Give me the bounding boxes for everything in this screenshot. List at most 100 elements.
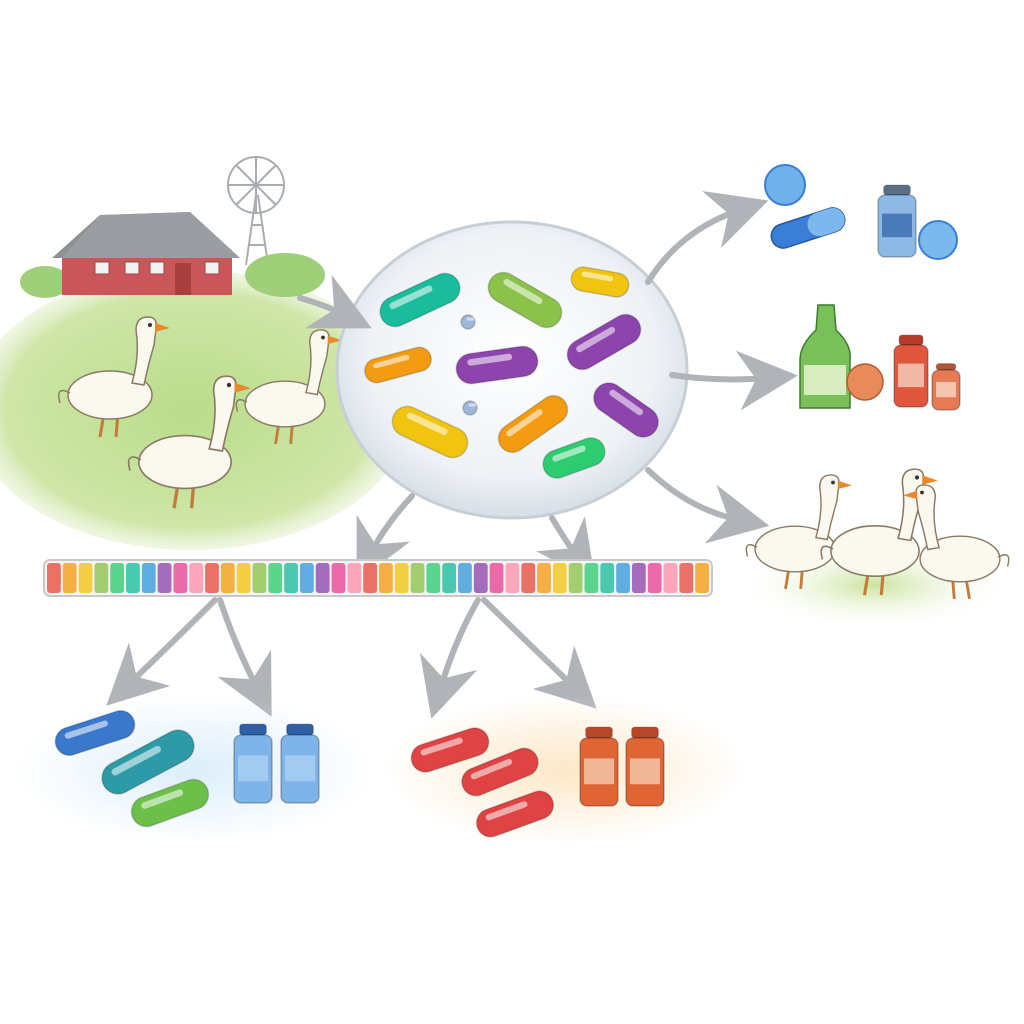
plasmid-segment <box>552 563 567 593</box>
plasmid-segment <box>473 563 488 593</box>
arrow-plasmid-to-red-a <box>419 597 481 719</box>
arrow-dish-to-flock <box>645 467 770 544</box>
bacterium-icon <box>487 271 563 329</box>
plasmid-segment <box>299 563 314 593</box>
plasmid-segment <box>331 563 346 593</box>
plasmid-segment <box>442 563 457 593</box>
bacterium-icon <box>462 400 478 416</box>
plasmid-segment <box>584 563 599 593</box>
ball-icon <box>846 363 884 401</box>
arrow-dish-to-plasmid-right <box>536 515 596 583</box>
plasmid-segment <box>379 563 393 593</box>
flow-arrows <box>106 191 798 719</box>
plasmid-segment <box>521 563 536 593</box>
plasmid-strip <box>43 559 713 597</box>
plasmid-segment <box>236 563 251 593</box>
bacterium-icon <box>54 709 136 757</box>
plasmid-segment <box>426 563 441 593</box>
plasmid-segment <box>568 563 583 593</box>
plasmid-segment <box>647 563 662 593</box>
plasmid-segment <box>347 563 362 593</box>
plasmid-segment <box>220 563 235 593</box>
plasmid-segment <box>363 563 377 593</box>
bacterium-icon <box>475 790 555 838</box>
bacterium-icon <box>461 747 539 797</box>
pill-icon <box>764 164 806 206</box>
blue-strain-group <box>15 695 375 845</box>
bacterium-icon <box>363 346 433 384</box>
plasmid-segment <box>394 563 409 593</box>
plasmid-segment <box>315 563 330 593</box>
plasmid-segment <box>489 563 504 593</box>
farm-grass <box>0 270 410 550</box>
bacterium-icon <box>570 266 630 298</box>
vial-icon <box>233 723 273 804</box>
output-supplements <box>799 304 961 411</box>
plasmid-segment <box>205 563 219 593</box>
plasmid-segment <box>189 563 204 593</box>
goose-icon <box>903 484 1010 600</box>
plasmid-segment <box>663 563 678 593</box>
plasmid-segment <box>141 563 156 593</box>
vial-icon <box>931 363 961 411</box>
vial-icon <box>280 723 320 804</box>
plasmid-segment <box>110 563 125 593</box>
vial-icon <box>579 726 619 807</box>
arrow-farm-to-dish <box>297 274 372 329</box>
vial-icon <box>893 334 929 408</box>
plasmid-segment <box>458 563 472 593</box>
capsule-icon <box>770 207 846 249</box>
output-medicine <box>764 164 958 260</box>
arrow-plasmid-to-blue-b <box>217 597 272 717</box>
plasmid-segment <box>252 563 267 593</box>
vial-icon <box>625 726 665 807</box>
plasmid-segment <box>78 563 93 593</box>
bacterium-icon <box>410 727 490 773</box>
output-healthy-flock <box>735 468 1015 630</box>
farm-geese <box>58 316 342 509</box>
red-strain-group <box>385 695 745 845</box>
plasmid-segment <box>679 563 694 593</box>
arrow-plasmid-to-red-b <box>481 597 597 709</box>
plasmid-segment <box>631 563 646 593</box>
arrow-dish-to-supplements <box>669 350 798 411</box>
bush <box>20 266 70 298</box>
bacterium-icon <box>455 345 539 385</box>
arrow-plasmid-to-blue-a <box>106 597 218 706</box>
goose-icon <box>127 375 251 509</box>
bacterium-icon <box>379 272 461 328</box>
bacterium-icon <box>542 437 606 479</box>
plasmid-segment <box>695 563 709 593</box>
barn-icon <box>52 212 240 295</box>
goose-icon <box>745 474 852 590</box>
plasmid-segment <box>268 563 283 593</box>
plasmid-segment <box>126 563 140 593</box>
goose-icon <box>58 316 170 438</box>
plasmid-segment <box>537 563 551 593</box>
bush <box>245 253 325 297</box>
windmill-icon <box>227 156 285 266</box>
bacterium-icon <box>497 394 569 454</box>
bacterium-icon <box>101 729 195 795</box>
bacterium-icon <box>593 382 659 438</box>
pill-icon <box>918 220 958 260</box>
bottle-icon <box>799 304 851 409</box>
plasmid-segment <box>62 563 77 593</box>
dish-bacteria <box>363 266 659 479</box>
plasmid-segment <box>157 563 172 593</box>
arrow-dish-to-medicine <box>645 191 769 285</box>
plasmid-segment <box>173 563 188 593</box>
vial-icon <box>877 184 917 258</box>
farm-scene <box>0 156 410 550</box>
bacterium-icon <box>391 405 469 459</box>
plasmid-segment <box>616 563 630 593</box>
plasmid-segment <box>284 563 298 593</box>
plasmid-segment <box>94 563 109 593</box>
goose-icon <box>235 329 342 445</box>
bacterium-icon <box>460 314 476 330</box>
bacterium-icon <box>130 778 210 828</box>
plasmid-segment <box>600 563 615 593</box>
plasmid-segment <box>47 563 61 593</box>
bacterium-icon <box>566 313 642 371</box>
